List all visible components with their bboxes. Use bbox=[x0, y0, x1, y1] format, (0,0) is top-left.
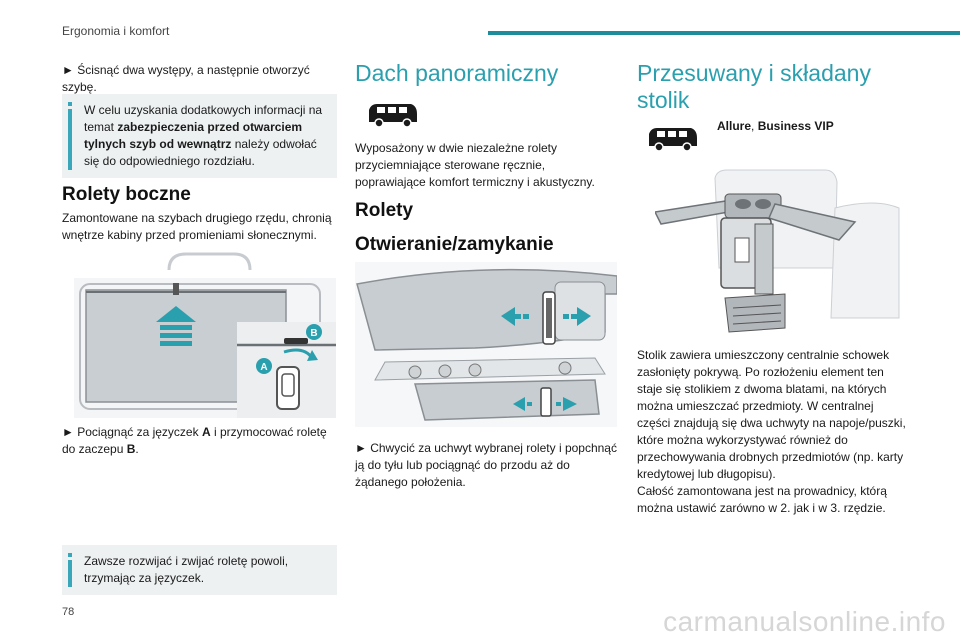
note1-text: W celu uzyskania dodatkowych informacji … bbox=[84, 103, 323, 134]
watermark: carmanualsonline.info bbox=[663, 606, 946, 637]
header-accent-bar bbox=[488, 31, 960, 35]
stolik-desc: Stolik zawiera umieszczony centralnie sc… bbox=[637, 348, 906, 481]
side-blind-illustration: B A bbox=[74, 252, 336, 418]
section-header: Ergonomia i komfort bbox=[62, 24, 170, 38]
label-b: B bbox=[310, 328, 317, 339]
note1-text-end: należy odwołać się do odpowiedniego rozd… bbox=[84, 137, 317, 168]
intro-step: ► Ścisnąć dwa występy, a następnie otwor… bbox=[62, 63, 310, 94]
rolety-boczne-step: ► Pociągnąć za języczek A i przymocować … bbox=[62, 425, 327, 456]
info-icon bbox=[68, 102, 72, 170]
stolik-desc-2: Całość zamontowana jest na prowadnicy, k… bbox=[637, 484, 887, 515]
note1-bold: zabezpieczenia przed otwarciem tylnych s… bbox=[84, 120, 303, 151]
section-title-rolety-boczne: Rolety boczne bbox=[62, 184, 191, 205]
trim-levels: Allure, Business VIP bbox=[717, 119, 834, 133]
info-icon bbox=[68, 553, 72, 587]
van-icon bbox=[649, 128, 697, 152]
label-a: A bbox=[260, 362, 267, 373]
dach-step: ► Chwycić za uchwyt wybranej rolety i po… bbox=[355, 441, 617, 489]
van-icon bbox=[369, 104, 417, 128]
dach-desc: Wyposażony w dwie niezależne rolety przy… bbox=[355, 141, 595, 189]
up-arrow-icon bbox=[156, 306, 196, 346]
section-title-stolik: Przesuwany i składany stolik bbox=[637, 60, 871, 113]
subtitle-otwieranie: Otwieranie/zamykanie bbox=[355, 234, 554, 255]
info-note-2: Zawsze rozwijać i zwijać roletę powoli, … bbox=[62, 545, 337, 595]
panoramic-roof-illustration bbox=[355, 262, 617, 427]
info-note-1: W celu uzyskania dodatkowych informacji … bbox=[62, 94, 337, 178]
note2-text: Zawsze rozwijać i zwijać roletę powoli, … bbox=[84, 554, 289, 585]
subtitle-rolety: Rolety bbox=[355, 200, 414, 221]
column-1: ► Ścisnąć dwa występy, a następnie otwor… bbox=[62, 0, 337, 595]
rolety-boczne-desc: Zamontowane na szybach drugiego rzędu, c… bbox=[62, 211, 332, 242]
folding-table-illustration bbox=[655, 169, 900, 333]
page-number: 78 bbox=[62, 606, 75, 618]
double-arrow-icon-lower bbox=[513, 397, 577, 411]
section-title-dach: Dach panoramiczny bbox=[355, 60, 559, 86]
double-arrow-icon bbox=[501, 307, 591, 326]
